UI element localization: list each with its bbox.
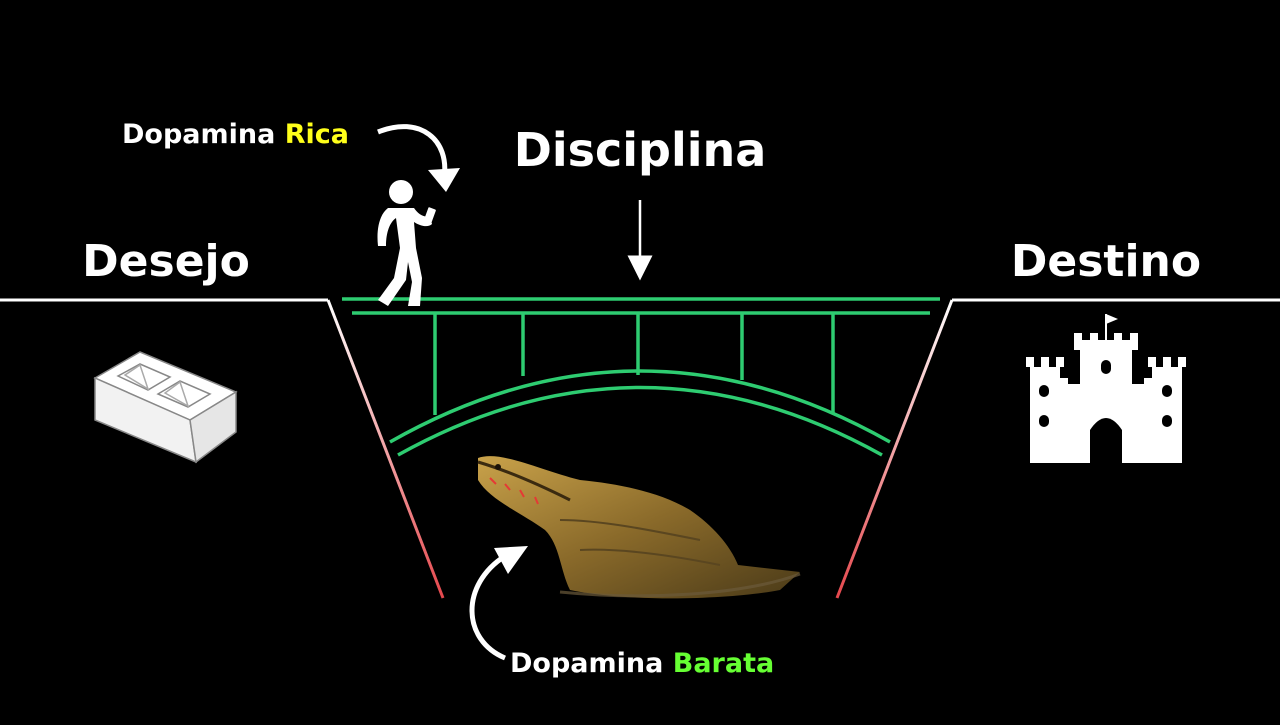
curved-arrow-barata-head bbox=[494, 546, 528, 574]
label-dopamina-rica: Dopamina Rica bbox=[122, 119, 349, 150]
label-dopamina-barata: Dopamina Barata bbox=[510, 648, 774, 679]
label-destino: Destino bbox=[1011, 236, 1201, 287]
crocodile-icon bbox=[477, 456, 801, 599]
cinder-block-icon bbox=[93, 351, 238, 464]
pit-wall-left bbox=[326, 299, 445, 599]
curved-arrow-rica-head bbox=[428, 168, 460, 192]
barata-word: Barata bbox=[673, 648, 774, 679]
rica-prefix: Dopamina bbox=[122, 119, 285, 150]
pit-wall-right bbox=[835, 299, 954, 599]
label-disciplina: Disciplina bbox=[514, 123, 767, 177]
curved-arrow-barata bbox=[469, 553, 507, 661]
castle-icon bbox=[1026, 314, 1186, 463]
label-desejo: Desejo bbox=[82, 236, 250, 287]
curved-arrow-rica bbox=[377, 124, 448, 179]
rica-word: Rica bbox=[285, 119, 349, 150]
barata-prefix: Dopamina bbox=[510, 648, 673, 679]
person-with-phone-icon bbox=[377, 180, 436, 306]
bridge bbox=[342, 297, 940, 457]
ground bbox=[0, 298, 1280, 599]
